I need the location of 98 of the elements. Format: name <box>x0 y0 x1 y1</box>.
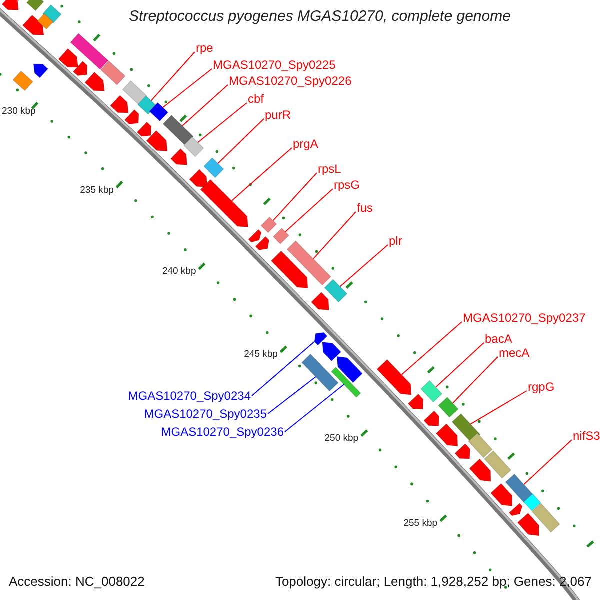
leader-line <box>284 188 334 232</box>
scale-label: 255 kbp <box>404 518 438 528</box>
gene-feature <box>517 512 540 536</box>
leader-line <box>452 356 498 404</box>
gene-label: purR <box>265 109 292 121</box>
gene-block <box>162 115 194 146</box>
leader-line <box>218 118 264 164</box>
genome-summary-text: Topology: circular; Length: 1,928,252 bp; Genes: 2,067 <box>275 575 592 588</box>
gene-label: MGAS10270_Spy0236 <box>161 426 284 438</box>
gene-label: rpsL <box>318 163 342 175</box>
gene-label: mecA <box>499 347 530 359</box>
gene-label: rgpG <box>528 381 555 393</box>
leader-line <box>268 376 316 414</box>
gene-label: fus <box>357 202 374 214</box>
gene-feature <box>72 60 88 76</box>
gene-feature <box>508 503 523 516</box>
gene-feature <box>311 292 330 311</box>
gene-feature <box>110 95 129 114</box>
gene-block <box>302 354 339 392</box>
gene-label: cbf <box>248 93 264 105</box>
gene-feature <box>124 109 140 124</box>
gene-block <box>420 380 442 402</box>
gene-block <box>505 474 534 504</box>
gene-block <box>12 70 34 92</box>
gene-feature <box>22 14 44 36</box>
gene-block <box>204 158 224 178</box>
gene-feature <box>469 458 492 482</box>
leader-line <box>252 341 316 396</box>
gene-label: rpe <box>196 42 214 54</box>
gene-feature <box>408 394 424 410</box>
gene-label: rpsG <box>334 179 360 191</box>
gene-feature <box>136 122 152 137</box>
scale-label: 235 kbp <box>80 186 114 196</box>
leader-line <box>182 84 228 127</box>
gene-feature <box>170 148 188 166</box>
gene-feature <box>146 130 168 152</box>
gene-feature <box>84 72 105 92</box>
gene-feature <box>248 229 262 243</box>
gene-feature <box>436 424 458 447</box>
leader-line <box>524 440 572 486</box>
gene-block <box>468 432 493 458</box>
leader-line <box>150 52 196 102</box>
gene-feature <box>376 359 412 396</box>
gene-feature <box>189 169 208 188</box>
gene-feature <box>270 250 308 289</box>
gene-block <box>286 240 332 286</box>
scale-label: 240 kbp <box>162 267 196 277</box>
gene-feature <box>2 0 19 10</box>
scale-label: 245 kbp <box>244 350 278 360</box>
gene-block <box>331 367 362 398</box>
gene-block <box>272 228 290 244</box>
leader-line <box>272 172 318 222</box>
gene-feature <box>490 483 513 507</box>
gene-label: MGAS10270_Spy0225 <box>213 59 336 71</box>
scale-label: 250 kbp <box>324 434 359 444</box>
gene-feature <box>255 236 270 251</box>
gene-block <box>138 96 157 115</box>
gene-feature <box>454 444 470 460</box>
leader-line <box>435 342 484 388</box>
gene-block <box>70 33 109 70</box>
gene-label: MGAS10270_Spy0235 <box>144 408 267 420</box>
gene-block <box>260 216 278 234</box>
leader-line <box>312 212 356 260</box>
gene-block <box>452 414 480 444</box>
leader-line <box>162 68 212 108</box>
gene-feature <box>33 64 49 78</box>
gene-label: MGAS10270_Spy0226 <box>229 75 352 87</box>
leader-line <box>470 390 528 425</box>
gene-block <box>26 0 44 11</box>
gene-label: MGAS10270_Spy0234 <box>128 390 251 402</box>
gene-feature <box>336 356 363 384</box>
gene-label: plr <box>389 235 402 247</box>
gene-block <box>484 450 512 479</box>
gene-feature <box>424 410 440 427</box>
leader-line <box>198 102 248 144</box>
leader-line <box>231 148 292 202</box>
gene-block <box>183 136 204 158</box>
gene-feature <box>58 48 79 68</box>
gene-label: nifS3 <box>573 430 600 442</box>
gene-block <box>100 60 126 86</box>
gene-feature <box>322 342 342 362</box>
gene-feature <box>314 332 328 346</box>
scale-label: 230 kbp <box>2 106 36 116</box>
leader-line <box>401 322 462 376</box>
gene-block <box>523 493 542 512</box>
gene-block <box>37 13 54 30</box>
gene-block <box>324 279 348 303</box>
gene-block <box>122 80 148 106</box>
gene-label: MGAS10270_Spy0237 <box>463 312 586 324</box>
gene-block <box>149 102 168 122</box>
gene-block <box>532 503 560 533</box>
accession-text: Accession: NC_008022 <box>9 575 145 588</box>
gene-label: bacA <box>485 333 512 345</box>
gene-feature <box>200 179 248 228</box>
gene-label: prgA <box>293 138 318 150</box>
leader-line <box>340 244 388 288</box>
diagram-title: Streptococcus pyogenes MGAS10270, complete genome <box>129 9 511 24</box>
gene-block <box>438 397 459 418</box>
